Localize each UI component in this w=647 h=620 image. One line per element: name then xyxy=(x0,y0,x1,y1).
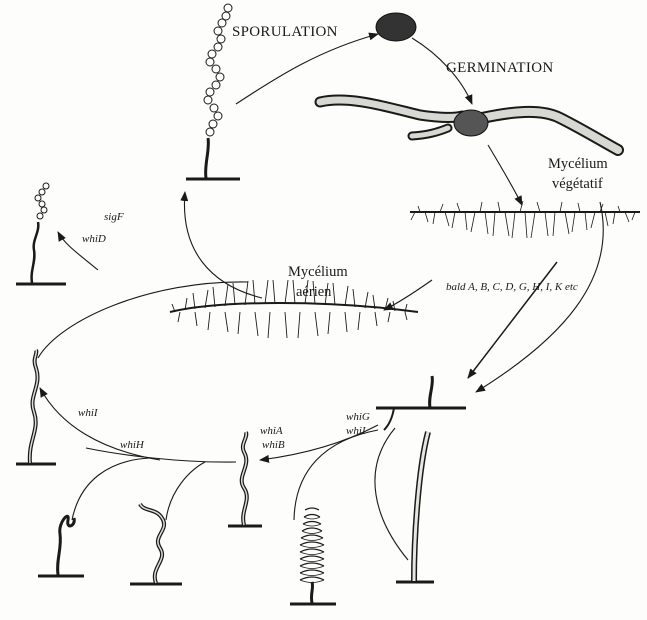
label-sporulation: SPORULATION xyxy=(232,24,338,40)
arrow-whiA-to-whiH xyxy=(86,448,236,462)
label-aerial-line1: Mycélium xyxy=(288,264,348,280)
label-vegetative-line2: végétatif xyxy=(552,176,603,192)
gene-label-whiB: whiB xyxy=(262,439,285,451)
arrow-vegetative-to-branch xyxy=(476,202,603,392)
gene-label-whiA: whiA xyxy=(260,425,283,437)
spore xyxy=(376,13,416,41)
wavy-hypha xyxy=(130,504,182,584)
branching-hypha xyxy=(376,376,466,430)
gene-label-whiD: whiD xyxy=(82,233,106,245)
coiled-spore-chain xyxy=(290,508,336,604)
arrow-whiH-to-hook xyxy=(72,458,150,520)
arrow-whiH-to-curl xyxy=(166,462,205,520)
label-germination: GERMINATION xyxy=(446,60,553,76)
arrow-branch-long xyxy=(468,262,557,378)
arrow-germination-to-vegetative xyxy=(488,145,522,205)
straight-hypha xyxy=(396,432,434,582)
arrow-whiI-to-sigF xyxy=(38,282,248,358)
labels: SPORULATION GERMINATION Mycélium végétat… xyxy=(78,24,608,451)
aerial-mycelium xyxy=(170,280,418,338)
arrow-sporulation-to-spore xyxy=(236,34,378,104)
gene-label-sigF: sigF xyxy=(104,211,124,223)
label-vegetative-line1: Mycélium xyxy=(548,156,608,172)
label-aerial-line2: aérien xyxy=(296,284,332,300)
gene-label-whiI-right: whiI xyxy=(346,425,367,437)
germinating-spore xyxy=(320,100,618,150)
gene-label-bald: bald A, B, C, D, G, H, I, K etc xyxy=(446,281,578,293)
aerial-hypha-whiI xyxy=(16,350,56,464)
aerial-hypha-whiA xyxy=(228,432,262,526)
gene-label-whiG: whiG xyxy=(346,411,370,423)
hooked-hypha xyxy=(38,516,84,576)
vegetative-mycelium xyxy=(410,201,640,238)
gene-label-whiH: whiH xyxy=(120,439,145,451)
gene-label-whiI-left: whiI xyxy=(78,407,99,419)
arrow-vegetative-to-aerial xyxy=(384,280,432,310)
arrow-branch-to-straight xyxy=(375,428,408,560)
